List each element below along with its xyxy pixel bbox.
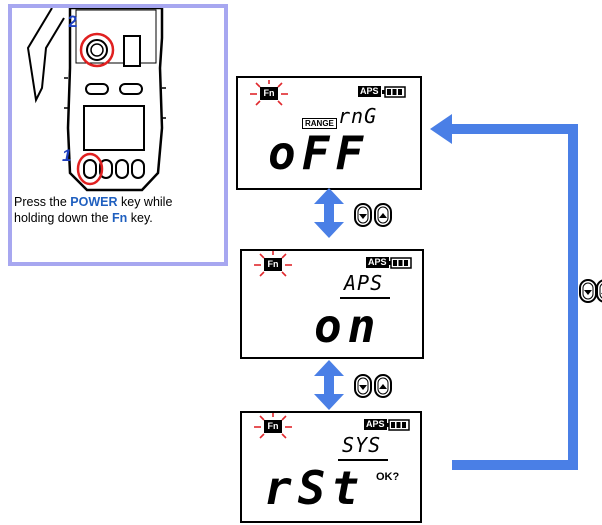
value-readout: oFF [268, 126, 370, 180]
lcd-screen-range: Fn APS RANGE rnG oFF [236, 76, 422, 190]
down-key-icon [354, 203, 372, 227]
return-arrow [430, 114, 578, 470]
down-key-icon [579, 279, 597, 303]
fn-indicator: Fn [264, 258, 282, 271]
fn-blink-icon [250, 80, 288, 106]
battery-icon [386, 419, 410, 431]
aps-indicator: APS [358, 86, 381, 97]
value-readout: rSt [264, 461, 366, 515]
item-readout: rnG [338, 104, 378, 128]
battery-icon [382, 86, 406, 98]
instruction-panel: 2 1 [8, 4, 228, 266]
range-indicator: RANGE [302, 118, 337, 129]
item-readout: SYS [342, 433, 382, 457]
down-key-icon [354, 374, 372, 398]
marker-number-1: 1 [62, 146, 72, 165]
battery-icon [388, 257, 412, 269]
power-key-label: POWER [70, 195, 118, 209]
lcd-screen-system: Fn APS SYS rSt OK? [240, 411, 422, 523]
value-readout: on [314, 299, 382, 353]
item-readout: APS [344, 271, 384, 295]
aps-indicator: APS [364, 419, 387, 430]
double-arrow-1 [314, 188, 344, 238]
double-arrow-2 [314, 360, 344, 410]
item-underline [338, 459, 388, 461]
item-underline [340, 297, 390, 299]
fn-indicator: Fn [264, 420, 282, 433]
aps-indicator: APS [366, 257, 389, 268]
marker-number-2: 2 [68, 12, 78, 31]
meter-illustration [26, 8, 166, 192]
up-key-icon [596, 279, 602, 303]
power-key-marker [79, 32, 115, 68]
up-key-icon [374, 203, 392, 227]
fn-blink-icon [254, 413, 292, 439]
fn-indicator: Fn [260, 87, 278, 100]
instruction-text: Press the POWER key while holding down t… [14, 195, 173, 225]
fn-key-marker [76, 152, 104, 186]
fn-key-label: Fn [112, 211, 128, 225]
ok-prompt: OK? [376, 471, 400, 483]
lcd-screen-aps: Fn APS APS on [240, 249, 424, 359]
up-key-icon [374, 374, 392, 398]
fn-blink-icon [254, 251, 292, 277]
